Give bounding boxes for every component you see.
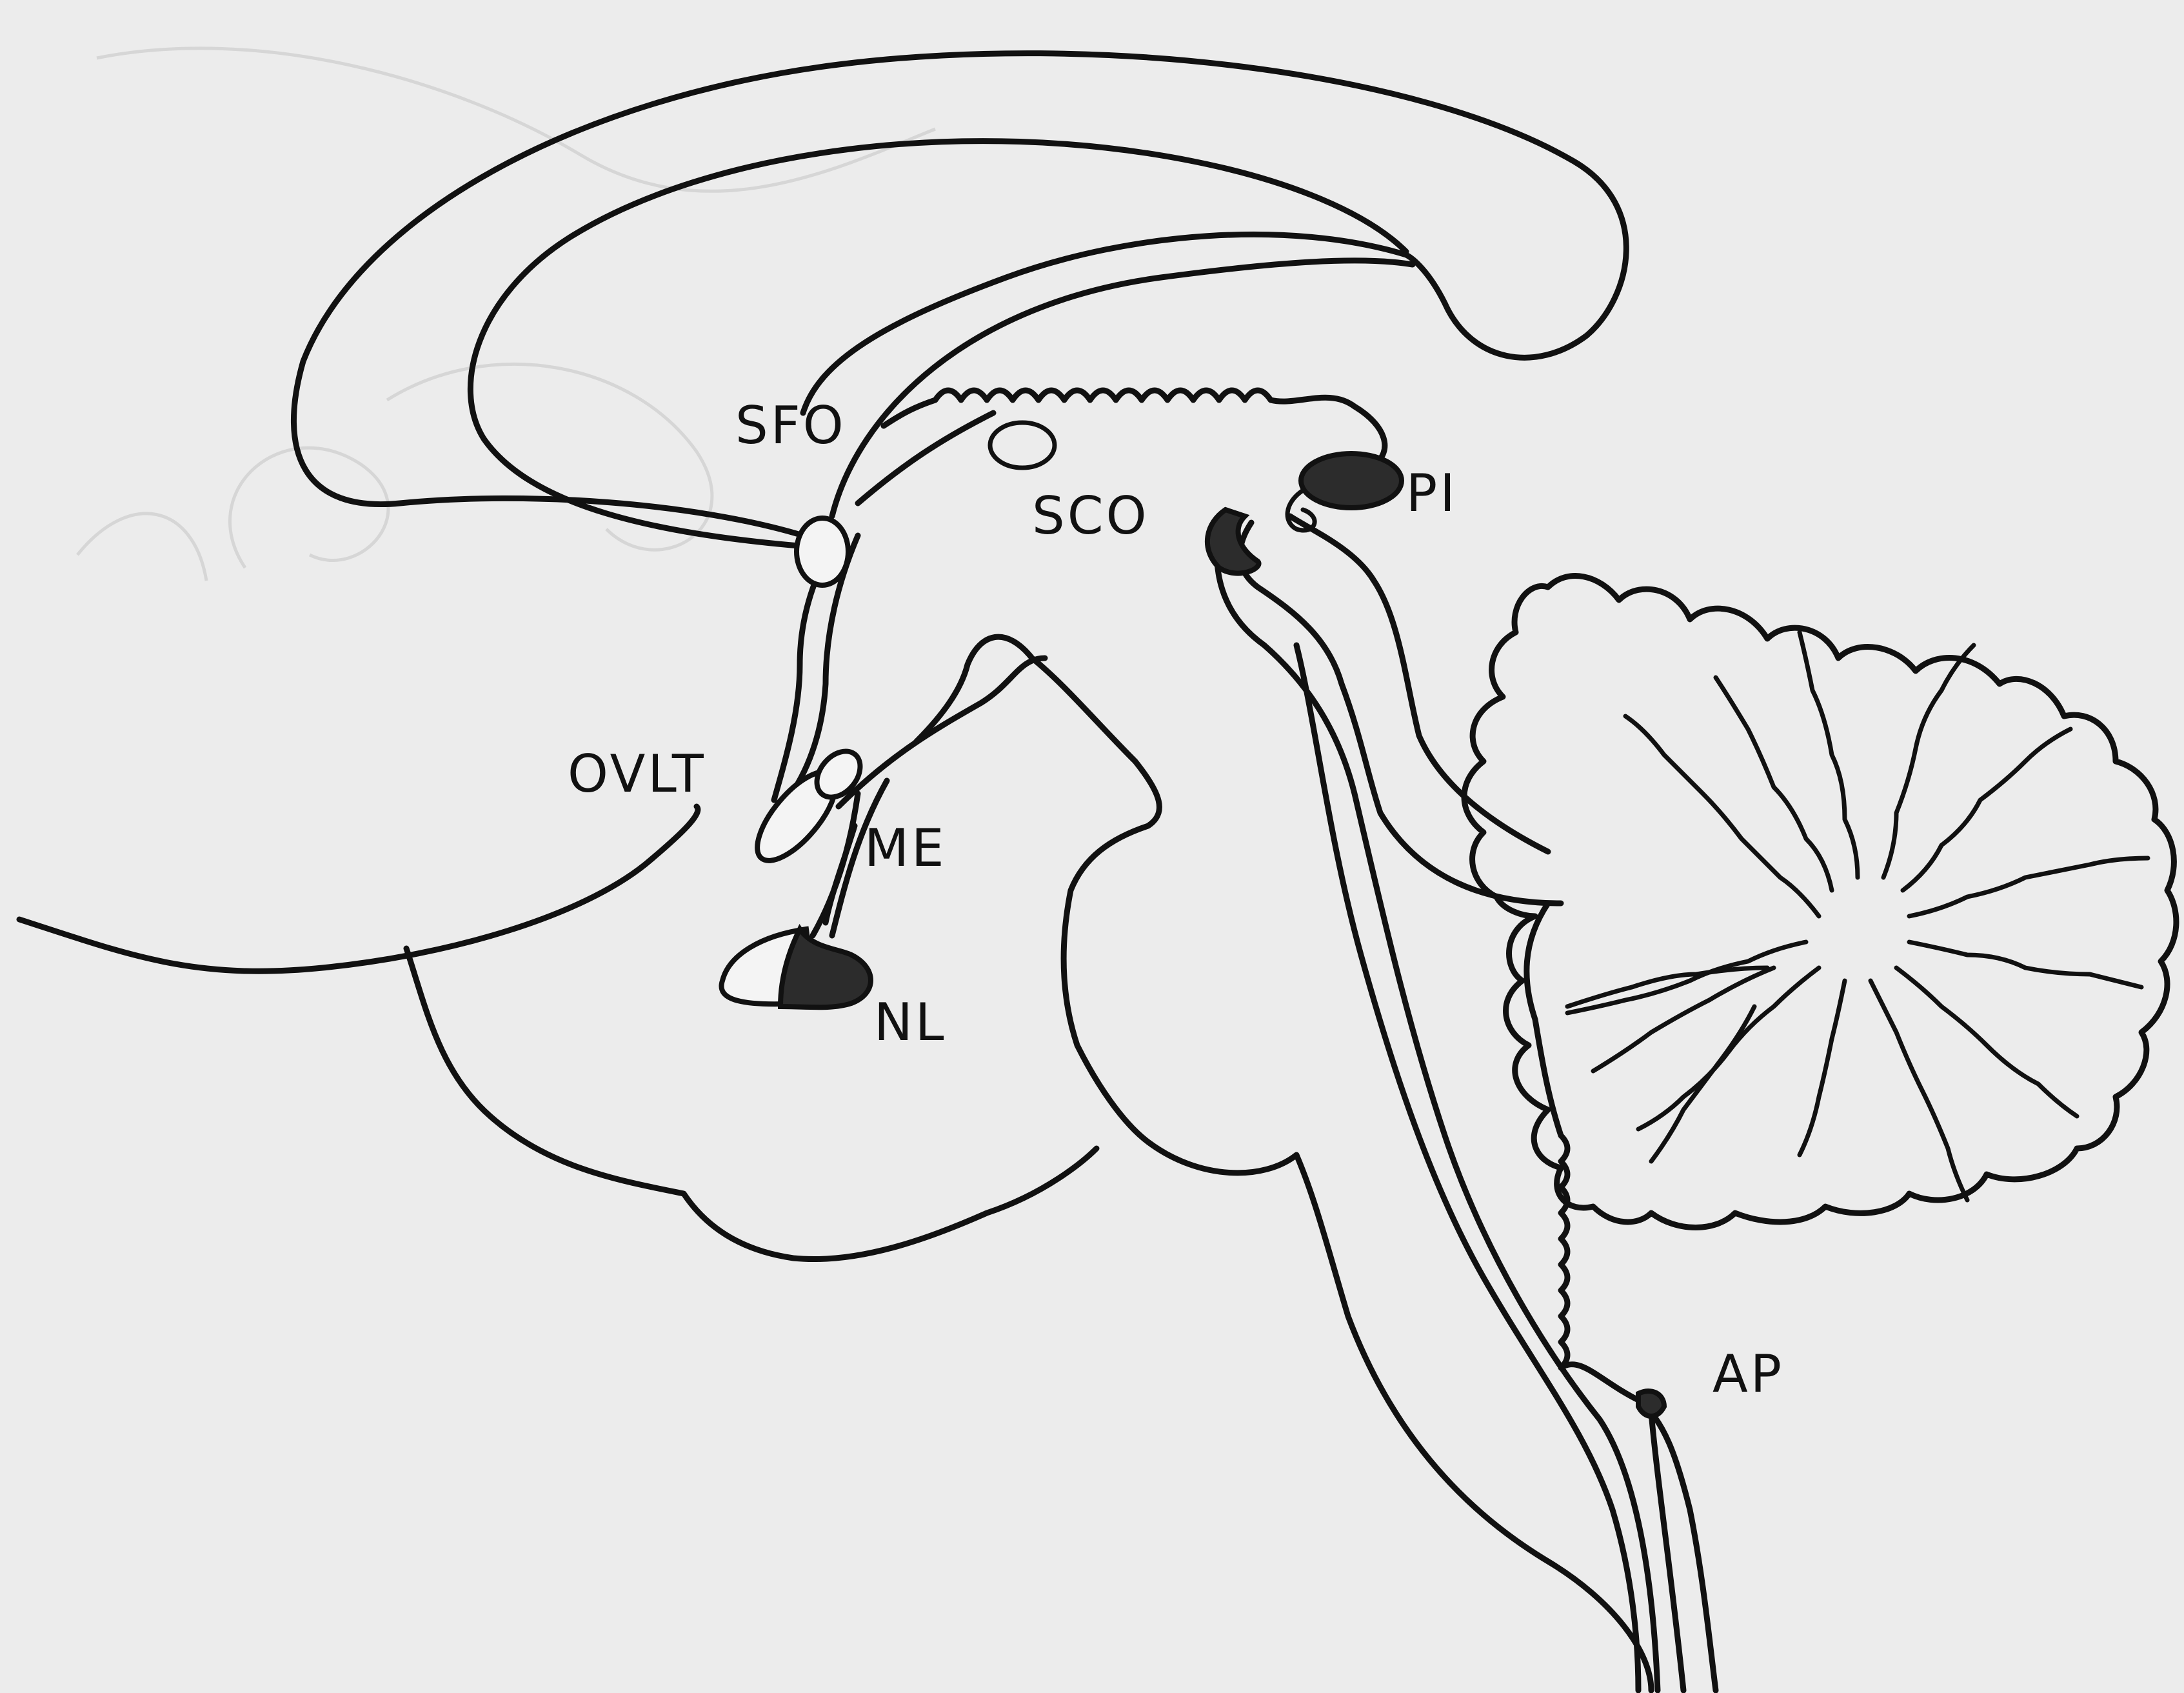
fourth-ventricle-floor: [1527, 903, 1716, 1690]
corpus-callosum-inner: [470, 141, 1406, 548]
area-postrema: [1638, 1391, 1664, 1416]
label-pi: PI: [1406, 468, 1458, 519]
sco-organ: [1207, 510, 1259, 574]
arbor-vitae: [1567, 632, 2148, 1200]
frontal-base: [19, 806, 698, 971]
cerebellum-outline: [1464, 576, 2176, 1228]
label-sfo: SFO: [735, 400, 846, 452]
label-nl: NL: [874, 997, 946, 1048]
aqueduct-front: [1240, 523, 1562, 903]
anterior-commissure: [797, 518, 848, 585]
label-me: ME: [864, 823, 947, 874]
label-sco: SCO: [1032, 490, 1149, 542]
brainstem-dorsal: [1217, 529, 1658, 1690]
diencephalon-contour: [916, 637, 1651, 1690]
label-ovlt: OVLT: [568, 748, 706, 800]
hypothalamic-floor-2: [839, 658, 1045, 806]
neural-lobe: [780, 929, 871, 1007]
small-oval: [990, 423, 1055, 468]
pineal-gland: [1301, 454, 1402, 508]
choroid-plexus: [884, 390, 1385, 465]
label-ap: AP: [1712, 1348, 1784, 1400]
